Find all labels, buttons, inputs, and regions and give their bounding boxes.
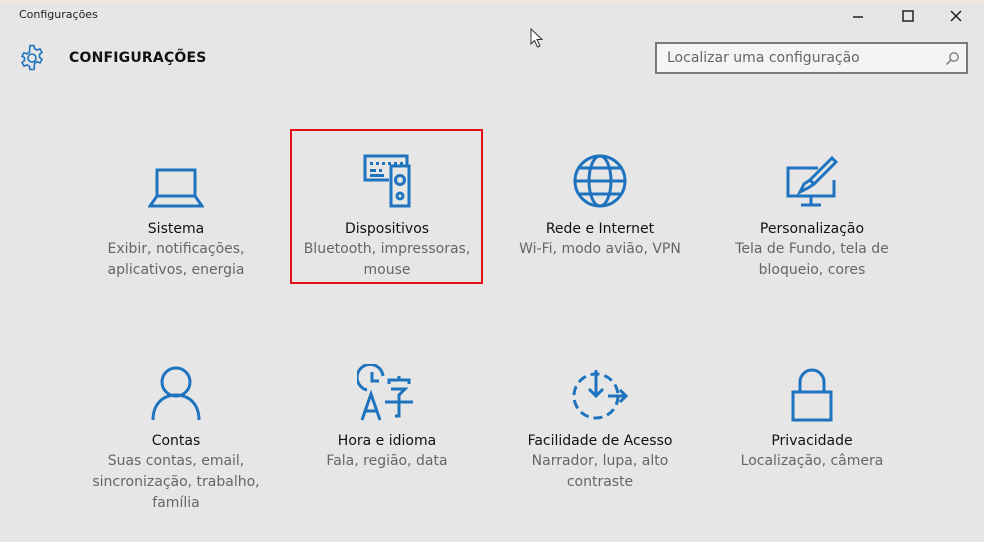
tile-name: Rede e Internet (545, 221, 655, 237)
tile-desc: Wi-Fi, modo avião, VPN (519, 241, 681, 257)
window-top-edge (0, 0, 984, 2)
devices-icon (363, 154, 411, 208)
tile-rede-internet[interactable]: Rede e Internet Wi-Fi, modo avião, VPN (505, 144, 695, 260)
tile-dispositivos[interactable]: Dispositivos Bluetooth, impressoras,mous… (292, 144, 482, 281)
tile-desc: Suas contas, email,sincronização, trabal… (92, 453, 260, 511)
laptop-icon (148, 168, 204, 208)
tile-desc: Exibir, notificações,aplicativos, energi… (107, 241, 245, 278)
page-title: CONFIGURAÇÕES (69, 50, 207, 66)
tile-facilidade-acesso[interactable]: Facilidade de Acesso Narrador, lupa, alt… (505, 356, 695, 493)
maximize-button[interactable] (888, 4, 928, 28)
title-bar: Configurações (0, 0, 984, 32)
search-box[interactable] (655, 42, 968, 74)
tile-name: Sistema (147, 221, 205, 237)
tile-desc: Localização, câmera (740, 453, 884, 469)
tile-name: Dispositivos (344, 221, 430, 237)
maximize-icon (902, 10, 914, 22)
personalization-icon (786, 155, 839, 207)
close-button[interactable] (936, 4, 976, 28)
tile-desc: Fala, região, data (326, 453, 448, 469)
mouse-cursor-icon (530, 28, 544, 48)
close-icon (950, 10, 962, 22)
tile-privacidade[interactable]: Privacidade Localização, câmera (717, 356, 907, 472)
globe-icon (573, 154, 627, 208)
search-icon[interactable] (944, 51, 960, 67)
tile-name: Hora e idioma (337, 433, 437, 449)
settings-header: CONFIGURAÇÕES (0, 40, 984, 80)
tile-sistema[interactable]: Sistema Exibir, notificações,aplicativos… (81, 144, 271, 281)
person-icon (151, 366, 201, 421)
tile-name: Facilidade de Acesso (527, 433, 673, 449)
tile-hora-idioma[interactable]: Hora e idioma Fala, região, data (292, 356, 482, 472)
tile-desc: Bluetooth, impressoras,mouse (303, 241, 471, 278)
highlight-box (290, 129, 483, 284)
tile-contas[interactable]: Contas Suas contas, email,sincronização,… (81, 356, 271, 514)
minimize-icon (853, 16, 863, 18)
search-input[interactable] (657, 44, 927, 72)
window-title: Configurações (19, 8, 98, 21)
gear-icon (20, 44, 44, 71)
time-language-icon (357, 364, 413, 421)
tile-name: Privacidade (771, 433, 853, 449)
tile-name: Personalização (759, 221, 865, 237)
minimize-button[interactable] (838, 4, 878, 28)
lock-icon (791, 368, 833, 422)
tile-name: Contas (151, 433, 201, 449)
ease-of-access-icon (572, 370, 629, 420)
